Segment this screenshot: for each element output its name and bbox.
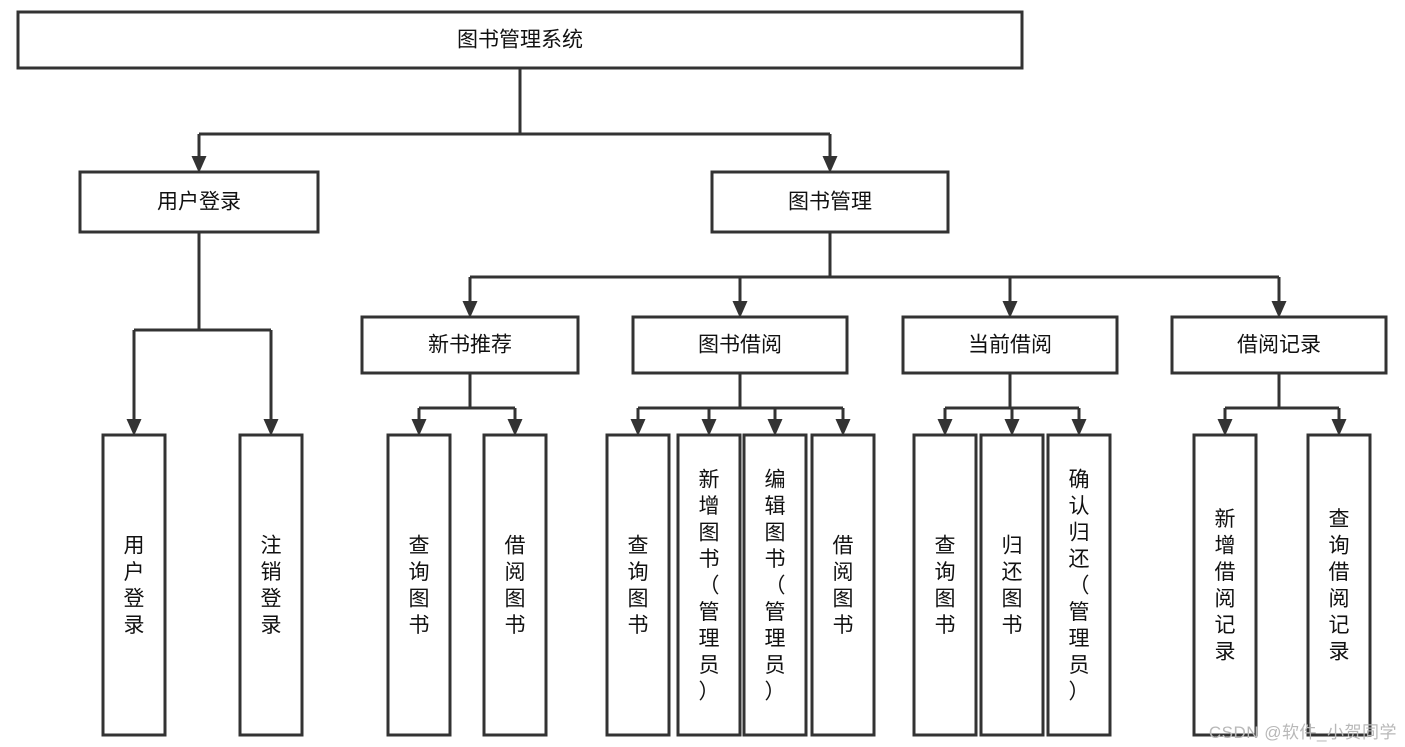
arrow-head-icon [822,156,838,173]
arrow-head-icon [1002,301,1018,318]
node-label: 新增图书（管理员） [699,468,720,703]
node-box [1170,315,1388,375]
node-box [710,170,950,234]
node-leaf-user-logout[interactable]: 注销登录 [238,433,304,737]
node-box [386,433,452,737]
node-leaf-user-login[interactable]: 用户登录 [101,433,167,737]
connector-layer [126,68,1347,436]
node-box [78,170,320,234]
node-label: 查询图书 [628,535,649,638]
node-label: 查询图书 [935,535,956,638]
node-box [742,433,808,737]
node-label: 新增借阅记录 [1215,508,1236,664]
arrow-head-icon [732,301,748,318]
arrow-head-icon [411,419,427,436]
node-borrow-record[interactable]: 借阅记录 [1170,315,1388,375]
node-label: 新书推荐 [428,334,512,357]
node-label: 图书管理 [788,191,872,214]
node-box [631,315,849,375]
node-label: 借阅图书 [505,535,526,638]
node-box [1046,433,1112,737]
node-new-book-recommend[interactable]: 新书推荐 [360,315,580,375]
node-label: 注销登录 [261,535,282,638]
node-box [912,433,978,737]
node-label: 图书管理系统 [457,29,583,52]
node-book-borrow[interactable]: 图书借阅 [631,315,849,375]
node-box [1306,433,1372,737]
node-label: 查询图书 [409,535,430,638]
node-layer: 图书管理系统用户登录图书管理新书推荐图书借阅当前借阅借阅记录用户登录注销登录查询… [16,10,1388,737]
csdn-watermark: CSDN @软件_小贺同学 [1208,723,1397,742]
node-leaf-borrow-book-1[interactable]: 借阅图书 [482,433,548,737]
arrow-head-icon [263,419,279,436]
node-current-borrow[interactable]: 当前借阅 [901,315,1119,375]
node-label: 图书借阅 [698,334,782,357]
node-box [482,433,548,737]
node-leaf-confirm-return[interactable]: 确认归还（管理员） [1046,433,1112,737]
node-leaf-query-record[interactable]: 查询借阅记录 [1306,433,1372,737]
node-box [901,315,1119,375]
node-leaf-query-book-3[interactable]: 查询图书 [912,433,978,737]
node-leaf-query-book-1[interactable]: 查询图书 [386,433,452,737]
node-label: 查询借阅记录 [1329,508,1350,664]
arrow-head-icon [462,301,478,318]
node-user-login[interactable]: 用户登录 [78,170,320,234]
node-label: 确认归还（管理员） [1069,468,1090,703]
node-leaf-add-book[interactable]: 新增图书（管理员） [676,433,742,737]
arrow-head-icon [630,419,646,436]
node-label: 借阅图书 [833,535,854,638]
node-box [676,433,742,737]
arrow-head-icon [1004,419,1020,436]
arrow-head-icon [507,419,523,436]
node-box [979,433,1045,737]
node-leaf-add-record[interactable]: 新增借阅记录 [1192,433,1258,737]
node-label: 编辑图书（管理员） [765,468,786,703]
node-book-manage[interactable]: 图书管理 [710,170,950,234]
arrow-head-icon [835,419,851,436]
arrow-head-icon [126,419,142,436]
node-label: 借阅记录 [1237,334,1321,357]
node-box [360,315,580,375]
arrow-head-icon [937,419,953,436]
node-box [605,433,671,737]
node-box [1192,433,1258,737]
node-box [810,433,876,737]
node-label: 当前借阅 [968,334,1052,357]
arrow-head-icon [701,419,717,436]
node-label: 用户登录 [157,191,241,214]
node-leaf-edit-book[interactable]: 编辑图书（管理员） [742,433,808,737]
node-label: 归还图书 [1002,535,1023,638]
arrow-head-icon [1071,419,1087,436]
node-box [16,10,1024,70]
arrow-head-icon [1271,301,1287,318]
node-box [238,433,304,737]
node-leaf-return-book[interactable]: 归还图书 [979,433,1045,737]
arrow-head-icon [1331,419,1347,436]
node-label: 用户登录 [124,535,145,638]
arrow-head-icon [1217,419,1233,436]
arrow-head-icon [767,419,783,436]
arrow-head-icon [191,156,207,173]
node-leaf-query-book-2[interactable]: 查询图书 [605,433,671,737]
node-box [101,433,167,737]
node-root[interactable]: 图书管理系统 [16,10,1024,70]
node-leaf-borrow-book-2[interactable]: 借阅图书 [810,433,876,737]
